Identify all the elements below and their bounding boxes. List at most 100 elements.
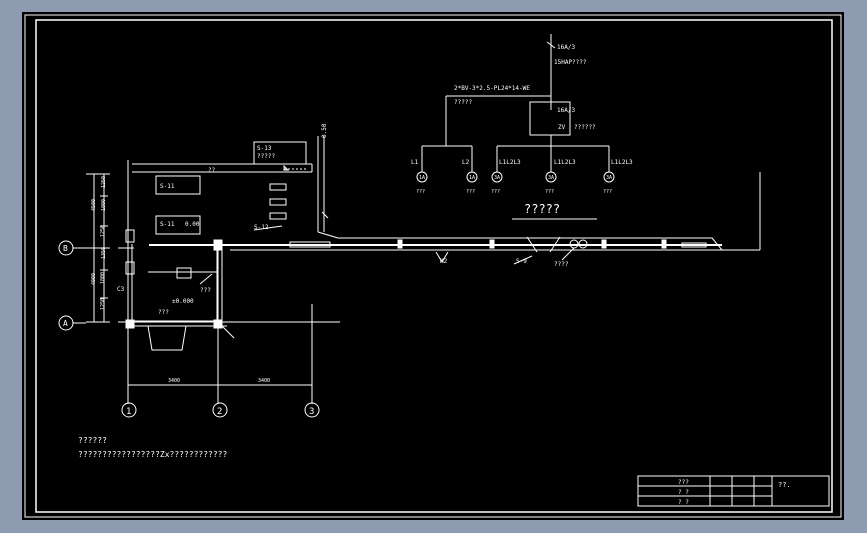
q3-leader [199, 273, 213, 285]
circuit-label-2: 1A [469, 175, 475, 181]
note-line-2: ?????????????????Zx???????????? [78, 450, 227, 459]
tb-cell-2: ? ? [678, 489, 689, 496]
tb-cell-right: ??. [778, 481, 791, 489]
m2-arrow [435, 251, 449, 263]
label-s12: S-12 [254, 224, 269, 231]
label-cable-spec: 2*BV-3*2.5-PL24*14-WE [454, 85, 530, 92]
door-steps [147, 325, 187, 351]
inner-border [35, 19, 833, 513]
interior-box [176, 267, 192, 279]
dim-text-6: 1250 [100, 298, 106, 310]
left-wall-pier-1 [125, 229, 135, 243]
circuit-sub-3: ??? [491, 189, 500, 195]
hatch-1 [283, 164, 290, 171]
circuit-label-4: 3A [548, 175, 554, 181]
circuit-sub-5: ??? [603, 189, 612, 195]
label-l1: L1 [411, 159, 419, 166]
left-wall-pier-2 [125, 261, 135, 275]
axis-bubble-2 [212, 402, 228, 418]
label-q3: ??? [200, 287, 211, 294]
label-box-rating: 16A/3 [557, 107, 575, 114]
equip-1 [269, 183, 287, 191]
label-vertical: 0.50 [321, 123, 328, 138]
axis-label-1: 1 [126, 407, 131, 417]
s12-leader [253, 225, 283, 231]
label-big: ????? [524, 202, 560, 216]
cable-segment-2 [681, 242, 707, 248]
outer-border [24, 14, 842, 518]
label-branch-q: ????? [454, 99, 472, 106]
axis-label-b: B [63, 244, 68, 253]
label-s11-c: 0.00 [185, 221, 200, 228]
cable-node-3 [601, 239, 607, 249]
cable-segment-1 [289, 241, 331, 248]
label-c3: C3 [117, 286, 125, 293]
dim-text-2: 1800 [101, 199, 107, 211]
cable-break-2 [549, 236, 561, 253]
circuit-symbol-3 [491, 171, 503, 183]
s13-box [253, 141, 307, 165]
dim-text-5: 1800 [100, 272, 106, 284]
label-s13b: ????? [257, 153, 275, 160]
tb-cell-3: ? ? [678, 499, 689, 506]
label-spd: 15HAP???? [554, 59, 587, 66]
circuit-label-1: 1A [419, 175, 425, 181]
corner-column-1 [213, 239, 223, 251]
cable-node-4 [661, 239, 667, 249]
distribution-box [529, 101, 571, 136]
label-s11-b: S-11 [160, 221, 175, 228]
axis-label-3: 3 [309, 407, 314, 417]
label-l2: L2 [462, 159, 470, 166]
drawing-sheet: 16A/3 15HAP???? 2*BV-3*2.5-PL24*14-WE ??… [22, 12, 844, 520]
pipe-turn [317, 231, 339, 239]
pipe-tick [321, 211, 329, 219]
label-box-inner: ZV [558, 124, 566, 131]
dim-text-1: 1250 [101, 176, 107, 188]
circuit-symbol-2 [466, 171, 478, 183]
label-l123-b: L1L2L3 [554, 159, 576, 166]
s9-leader [513, 255, 533, 265]
label-top-q: ?? [208, 167, 216, 174]
label-s13: S-13 [257, 145, 272, 152]
axis-bubble-3 [304, 402, 320, 418]
stair-diag [221, 325, 235, 339]
dim-bottom-text-1: 3400 [168, 378, 180, 384]
axis-label-a: A [63, 319, 68, 328]
dim-total-2: 4000 [91, 273, 97, 285]
dim-total-1: 4500 [91, 199, 97, 211]
note-line-1: ?????? [78, 436, 107, 445]
dim-text-3: 1250 [100, 225, 106, 237]
label-feeder-rating: 16A/3 [557, 44, 575, 51]
label-box-side: ?????? [574, 124, 596, 131]
axis-label-2: 2 [217, 407, 222, 417]
axis-bubble-1 [121, 402, 137, 418]
equip-2 [269, 198, 287, 206]
circuit-symbol-1 [416, 171, 428, 183]
label-s9: S-9 [516, 258, 527, 265]
label-l123-a: L1L2L3 [499, 159, 521, 166]
feeder-breaker-tick [546, 41, 556, 49]
label-elevation: ±0.000 [172, 298, 194, 305]
circuit-sub-2: ??? [466, 189, 475, 195]
dim-bottom-text-2: 3400 [258, 378, 270, 384]
cable-break-1 [526, 236, 538, 253]
cable-node-1 [397, 239, 403, 249]
title-block [637, 475, 830, 507]
cad-drawing: 16A/3 15HAP???? 2*BV-3*2.5-PL24*14-WE ??… [24, 14, 842, 518]
circuit-symbol-5 [603, 171, 615, 183]
circuit-symbol-4 [545, 171, 557, 183]
s11-box-1 [155, 175, 201, 195]
label-m2: M2 [440, 258, 448, 265]
label-q5: ???? [554, 261, 569, 268]
cable-junction-2 [578, 239, 588, 249]
corner-column-2 [125, 319, 135, 329]
dim-text-4: 1350 [101, 247, 107, 259]
label-l123-c: L1L2L3 [611, 159, 633, 166]
tb-cell-1: ??? [678, 479, 689, 486]
cable-node-2 [489, 239, 495, 249]
s11-box-2 [155, 215, 201, 235]
circuit-sub-4: ??? [545, 189, 554, 195]
label-q4: ??? [158, 309, 169, 316]
circuit-label-3: 3A [494, 175, 500, 181]
